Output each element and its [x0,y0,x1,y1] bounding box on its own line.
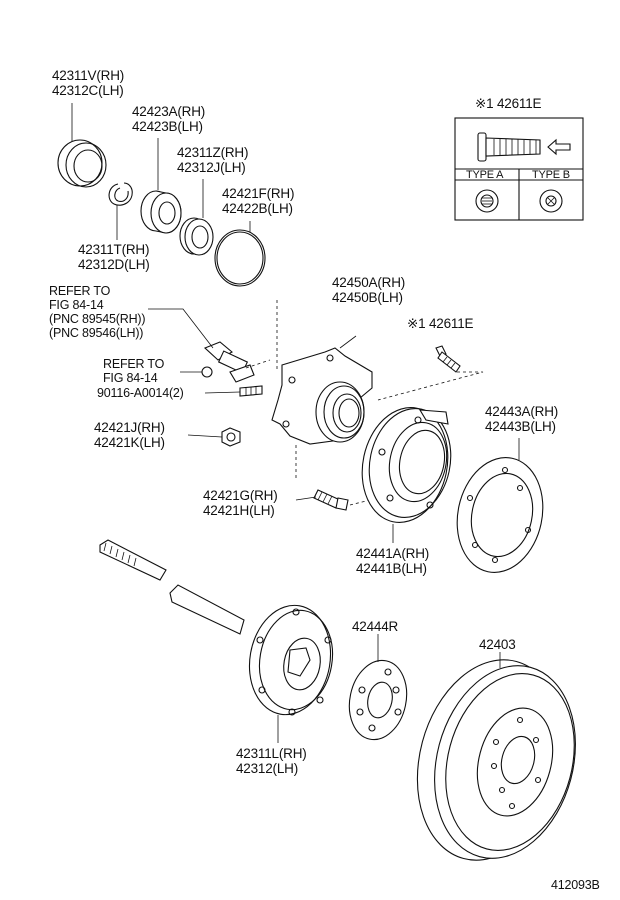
callout-oil-seal: 42311V(RH) 42312C(LH) [52,68,124,98]
hub-nut-part [221,427,241,447]
callout-line: 42421G(RH) [203,488,278,503]
callout-line: FIG 84-14 [103,371,158,385]
callout-line: 42441A(RH) [356,546,430,561]
gasket-part [456,457,544,573]
oil-seal-part [57,139,107,188]
callout-inner-seal: 42311Z(RH) 42312J(LH) [177,145,248,175]
axle-shaft-part [99,539,334,716]
backing-plate-bolt-part [313,489,349,511]
callout-line: 42450A(RH) [332,275,406,290]
backing-plate-part [361,407,452,523]
callout-hub-nut: 42421J(RH) 42421K(LH) [94,420,165,450]
callout-washer: 42444R [352,619,399,634]
callout-inner-bearing: 42423A(RH) 42423B(LH) [132,104,205,134]
inset-type-a-label: TYPE A [466,169,504,181]
callout-line: 42312C(LH) [52,83,124,98]
callout-line: 42423B(LH) [132,119,203,134]
callout-hub-bolt: ※1 42611E [407,316,474,331]
callout-line: FIG 84-14 [49,298,104,312]
callout-line: 42443B(LH) [485,419,556,434]
callout-line: (PNC 89545(RH)) [49,312,146,326]
callout-backing-plate: 42441A(RH) 42441B(LH) [356,546,429,576]
o-ring-part [214,229,266,287]
callout-line: REFER TO [103,357,165,371]
callout-line: (PNC 89546(LH)) [49,326,144,340]
sensor-bolt-part [239,385,263,397]
inner-bearing-part [140,190,182,234]
callout-axle-shaft: 42311L(RH) 42312(LH) [236,746,307,776]
callout-line: REFER TO [49,284,111,298]
hub-bolt-icon [477,132,541,162]
callout-line: 42312(LH) [236,761,298,776]
callout-line: 42312J(LH) [177,160,246,175]
hub-bolt-part [435,345,461,373]
hub-bolt-inset [454,117,584,221]
callout-o-ring: 42421F(RH) 42422B(LH) [222,186,294,216]
snap-ring-part [108,182,133,206]
callout-line: 42421F(RH) [222,186,295,201]
callout-bolt-part-number: 90116-A0014(2) [97,386,184,400]
callout-line: 42311V(RH) [52,68,125,83]
callout-line: 42441B(LH) [356,561,427,576]
callout-line: 42421J(RH) [94,420,165,435]
type-a-knurl-icon [475,189,499,213]
callout-axle-hub: 42450A(RH) 42450B(LH) [332,275,405,305]
type-b-knurl-icon [539,189,563,213]
callout-brake-drum: 42403 [479,637,516,652]
callout-line: 42422B(LH) [222,201,293,216]
inset-title: ※1 42611E [475,96,542,111]
callout-sensor-reference: REFER TO FIG 84-14 (PNC 89545(RH)) (PNC … [49,284,146,340]
callout-line: 42443A(RH) [485,404,559,419]
callout-gasket: 42443A(RH) 42443B(LH) [485,404,558,434]
direction-arrow-icon [547,138,571,156]
callout-line: 42421H(LH) [203,503,275,518]
diagram-id: 412093B [551,878,600,892]
callout-line: 42311Z(RH) [177,145,249,160]
callout-line: 42421K(LH) [94,435,165,450]
callout-line: 42311L(RH) [236,746,307,761]
callout-snap-ring: 42311T(RH) 42312D(LH) [78,242,150,272]
callout-line: 42311T(RH) [78,242,150,257]
inset-type-b-label: TYPE B [532,169,570,181]
axle-hub-part [271,347,373,445]
callout-line: 42312D(LH) [78,257,150,272]
callout-backing-plate-bolt: 42421G(RH) 42421H(LH) [203,488,278,518]
callout-line: 42450B(LH) [332,290,403,305]
washer-part [348,659,408,741]
callout-bolt-reference: REFER TO FIG 84-14 [103,357,164,385]
brake-drum-part [416,659,576,861]
abs-sensor-part [201,341,255,383]
inner-seal-part [179,217,214,256]
callout-line: 42423A(RH) [132,104,206,119]
